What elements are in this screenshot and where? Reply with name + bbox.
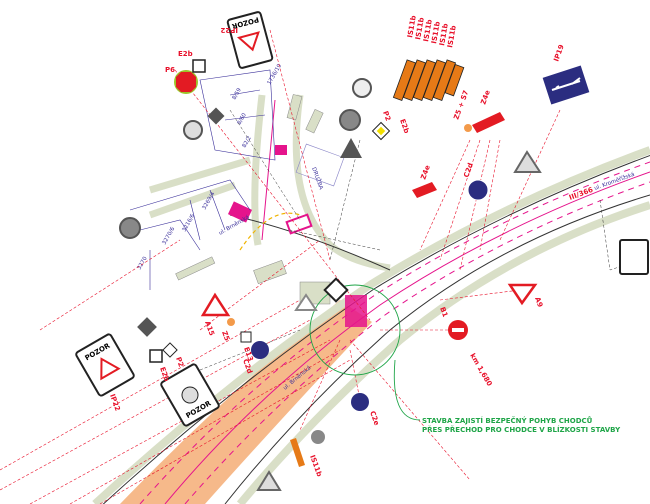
note-leader [393, 359, 421, 421]
round-sign [311, 430, 325, 444]
sign-label: Z5 + S7 [452, 89, 470, 121]
sign-label: P2 [174, 356, 185, 368]
sign-label: IS11b [438, 23, 450, 46]
road-number: III/366 [568, 186, 594, 202]
roadworks-sign [513, 150, 542, 173]
sign-label: IP19 [552, 43, 566, 62]
sign-label: IS11b [446, 25, 458, 48]
pedestrian-crossings [227, 145, 367, 327]
warning-lamp [227, 318, 235, 326]
sign-label: Z4e [479, 89, 492, 106]
priority-road-sign [323, 277, 349, 303]
end-restriction-sign [119, 217, 141, 239]
sign-label: E2b [158, 366, 171, 383]
parcel-label: 3270 [137, 255, 149, 271]
triangle-sign [340, 138, 362, 158]
ip19-sign [540, 62, 592, 108]
end-restriction-sign [339, 109, 361, 131]
sign-label: A9 [533, 296, 544, 309]
street-label: ul. Brněnská [218, 214, 251, 237]
parcel-label: 82/2 [242, 135, 253, 149]
a15-warning-sign [200, 292, 231, 317]
priority-road-fill [376, 126, 386, 136]
note-line-2: PŘES PŘECHOD PRO CHODCE V BLÍZKOSTI STAV… [422, 425, 621, 434]
round-sign [183, 120, 203, 140]
priority-road-sign [162, 342, 178, 358]
building [295, 143, 345, 187]
chainage-label: km 1,680 [468, 352, 493, 388]
guide-signs [392, 59, 465, 102]
warning-board-left: POZOR [75, 333, 135, 397]
sign-leader-lines [0, 29, 561, 504]
sign-label: C2d [462, 162, 475, 179]
mandatory-direction-sign [467, 179, 489, 201]
guide-sign-bottom [290, 438, 305, 467]
parcel-label: 3270/6 [162, 226, 177, 246]
mandatory-direction-sign [351, 393, 369, 411]
roadworks-sign [256, 470, 282, 491]
sign-label: E2b [178, 50, 193, 58]
diamond-sign [137, 317, 157, 337]
parcel-label: 3216/6 [182, 213, 197, 233]
supplementary-sign [149, 349, 163, 363]
sign-label: IS11b [406, 15, 418, 38]
direction-board [412, 182, 437, 198]
parcel-lines [129, 69, 276, 290]
sign-label: C2e [368, 410, 381, 427]
black-leader-lines [199, 109, 641, 371]
sign-label: E2b [398, 118, 411, 135]
mandatory-direction-sign [251, 341, 269, 359]
sign-label: Z4e [419, 164, 432, 181]
sign-label: P2 [381, 110, 392, 122]
attention-circle [309, 284, 401, 376]
note-line-1: STAVBA ZAJISTÍ BEZPEČNÝ POHYB CHODCŮ [422, 416, 593, 425]
a9-warning-sign [507, 283, 538, 306]
direction-board [472, 112, 505, 133]
diamond-sign [207, 107, 225, 125]
work-zone-area [120, 300, 372, 504]
sign-label: Z5 [220, 330, 231, 342]
sign-label: IS11b [414, 17, 426, 40]
parcel-label: 8/60 [237, 112, 249, 126]
supplementary-sign [192, 59, 206, 73]
sign-label: IS11b [308, 454, 323, 478]
sign-label: IS11b [430, 21, 442, 44]
speed-sign [352, 78, 372, 98]
supplementary-sign [240, 331, 252, 343]
sign-label: IS11b [422, 19, 434, 42]
sign-label: A15 [203, 320, 216, 337]
warning-lamp [464, 124, 472, 132]
no-entry-bar [452, 328, 464, 332]
sign-label: P6 [165, 66, 175, 74]
warning-board-top: POZOR [226, 11, 274, 69]
stop-sign [174, 70, 198, 94]
info-board [619, 239, 649, 275]
parcel-label: 8/59 [232, 87, 244, 101]
triangle-sign [294, 293, 318, 311]
warning-board-bottom: POZOR [160, 363, 220, 427]
side-road [148, 94, 391, 272]
street-label: ul. Kroměřížská [593, 171, 635, 192]
sign-label: IP22 [220, 26, 238, 34]
sign-label: IP22 [108, 393, 122, 412]
main-road [92, 146, 650, 504]
sign-label: B1 [438, 306, 449, 318]
parcel-label: 1736/19 [267, 63, 284, 86]
